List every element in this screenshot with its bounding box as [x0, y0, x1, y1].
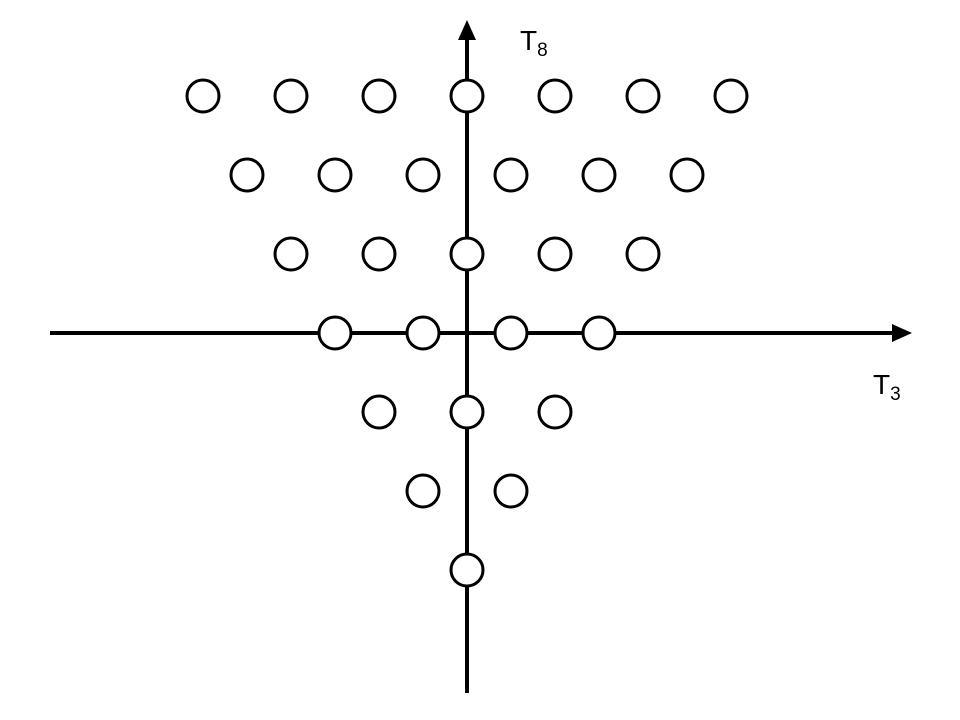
weight-node [625, 236, 661, 272]
weight-node [581, 157, 617, 193]
t8-axis-label: T8 [520, 25, 548, 61]
weight-node [493, 157, 529, 193]
t3-axis-arrowhead [892, 324, 912, 342]
weight-node [405, 473, 441, 509]
weight-node [229, 157, 265, 193]
t8-axis-arrowhead [458, 20, 476, 40]
weight-node [317, 315, 353, 351]
weight-node [537, 394, 573, 430]
weight-node [449, 394, 485, 430]
t3-axis-label: T3 [873, 369, 901, 405]
axes [50, 20, 912, 693]
weight-nodes [185, 78, 749, 588]
weight-node [449, 236, 485, 272]
weight-node [537, 78, 573, 114]
weight-node [273, 78, 309, 114]
weight-node [405, 315, 441, 351]
weight-node [317, 157, 353, 193]
weight-node [493, 473, 529, 509]
weight-node [361, 394, 397, 430]
weight-node [405, 157, 441, 193]
weight-node [669, 157, 705, 193]
weight-node [449, 552, 485, 588]
weight-node [713, 78, 749, 114]
weight-node [273, 236, 309, 272]
weight-node [449, 78, 485, 114]
weight-node [185, 78, 221, 114]
weight-node [493, 315, 529, 351]
weight-node [625, 78, 661, 114]
weight-node [537, 236, 573, 272]
weight-node [361, 236, 397, 272]
weight-node [581, 315, 617, 351]
weight-node [361, 78, 397, 114]
